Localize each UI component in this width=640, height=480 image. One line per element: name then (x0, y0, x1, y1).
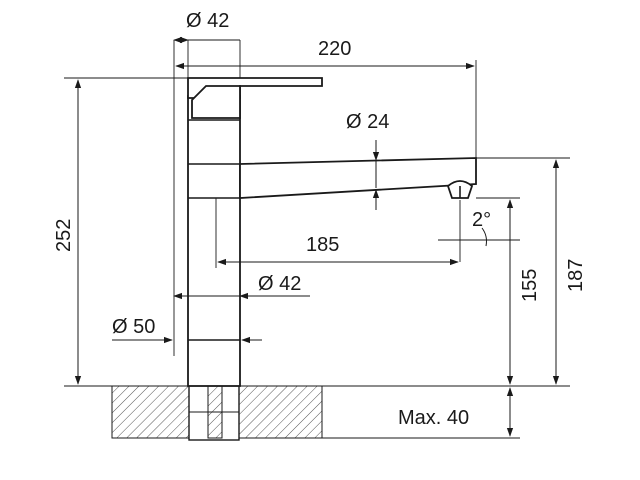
total-height-label: 252 (53, 219, 75, 252)
extension-lines (64, 40, 570, 439)
mounting-shank (188, 383, 240, 441)
body-diameter-label: Ø 42 (258, 273, 301, 295)
faucet-body (187, 95, 241, 387)
top-diameter-label: Ø 42 (186, 10, 229, 32)
spout-height-label: 187 (565, 259, 587, 292)
angle-label: 2° (472, 209, 491, 231)
spout-reach-label: 185 (306, 234, 339, 256)
overall-length-label: 220 (318, 38, 351, 60)
spout (239, 157, 477, 199)
base-diameter-label: Ø 50 (112, 316, 155, 338)
dimension-lines (74, 36, 560, 437)
max-thickness-label: Max. 40 (398, 407, 469, 429)
spout-diameter-label: Ø 24 (346, 111, 389, 133)
outlet-height-label: 155 (519, 269, 541, 302)
lever-handle (187, 77, 323, 119)
